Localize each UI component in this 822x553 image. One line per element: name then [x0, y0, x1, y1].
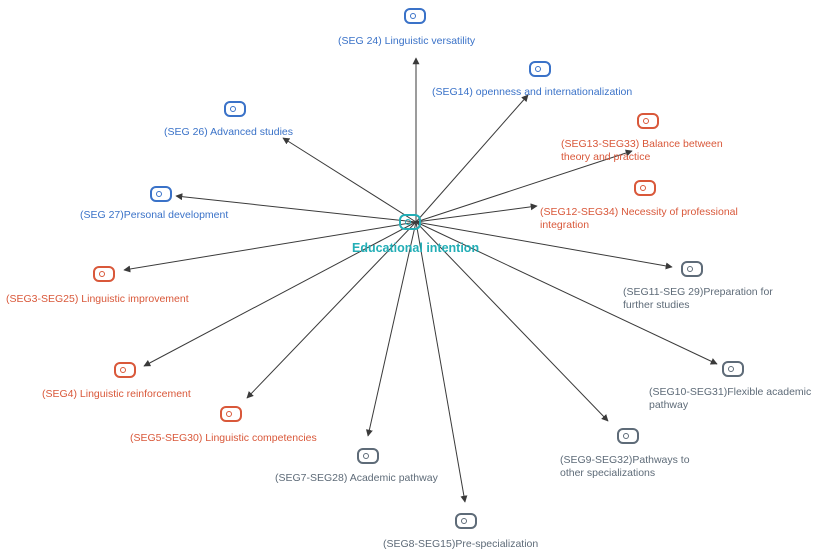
node-seg13-label: (SEG13-SEG33) Balance between theory and… — [561, 138, 723, 163]
node-seg27-label: (SEG 27)Personal development — [80, 209, 229, 221]
edge-seg27 — [175, 193, 417, 223]
node-seg3-label: (SEG3-SEG25) Linguistic improvement — [6, 293, 189, 305]
tag-icon — [114, 362, 136, 378]
tag-icon — [681, 261, 703, 277]
node-seg9-label: (SEG9-SEG32)Pathways to other specializa… — [560, 454, 690, 479]
tag-icon — [224, 101, 246, 117]
center-node[interactable]: Educational intention — [344, 210, 494, 260]
tag-icon — [357, 448, 379, 464]
tag-icon — [455, 513, 477, 529]
node-seg8-label: (SEG8-SEG15)Pre-specialization — [383, 538, 539, 550]
node-seg10-label: (SEG10-SEG31)Flexible academic pathway — [649, 386, 812, 411]
node-seg24-label: (SEG 24) Linguistic versatility — [338, 35, 476, 47]
tag-icon — [634, 180, 656, 196]
edge-seg10 — [415, 221, 718, 365]
node-seg5-label: (SEG5-SEG30) Linguistic competencies — [130, 432, 317, 444]
edge-seg12 — [415, 203, 538, 223]
tag-icon — [150, 186, 172, 202]
node-seg12-label: (SEG12-SEG34) Necessity of professional … — [540, 206, 738, 231]
edge-seg7 — [365, 221, 417, 437]
edge-seg5 — [246, 221, 417, 399]
tag-icon — [637, 113, 659, 129]
edge-seg11 — [415, 221, 673, 270]
tag-icon — [617, 428, 639, 444]
edge-seg3 — [123, 221, 417, 273]
edge-seg26 — [282, 137, 417, 223]
tag-icon — [220, 406, 242, 422]
node-seg4-label: (SEG4) Linguistic reinforcement — [42, 388, 191, 400]
node-seg26-label: (SEG 26) Advanced studies — [164, 126, 293, 138]
node-seg11-label: (SEG11-SEG 29)Preparation for further st… — [623, 286, 773, 311]
edge-seg4 — [143, 221, 417, 367]
tag-icon — [529, 61, 551, 77]
edge-seg8 — [415, 221, 468, 503]
node-seg14-label: (SEG14) openness and internationalizatio… — [432, 86, 633, 98]
node-seg7-label: (SEG7-SEG28) Academic pathway — [275, 472, 438, 484]
edge-seg14 — [415, 94, 529, 223]
tag-icon — [404, 8, 426, 24]
tag-icon — [93, 266, 115, 282]
edge-seg13 — [415, 149, 633, 223]
center-label: Educational intention — [352, 241, 480, 255]
edge-seg9 — [415, 221, 609, 422]
center-tag-icon — [399, 214, 421, 230]
tag-icon — [722, 361, 744, 377]
